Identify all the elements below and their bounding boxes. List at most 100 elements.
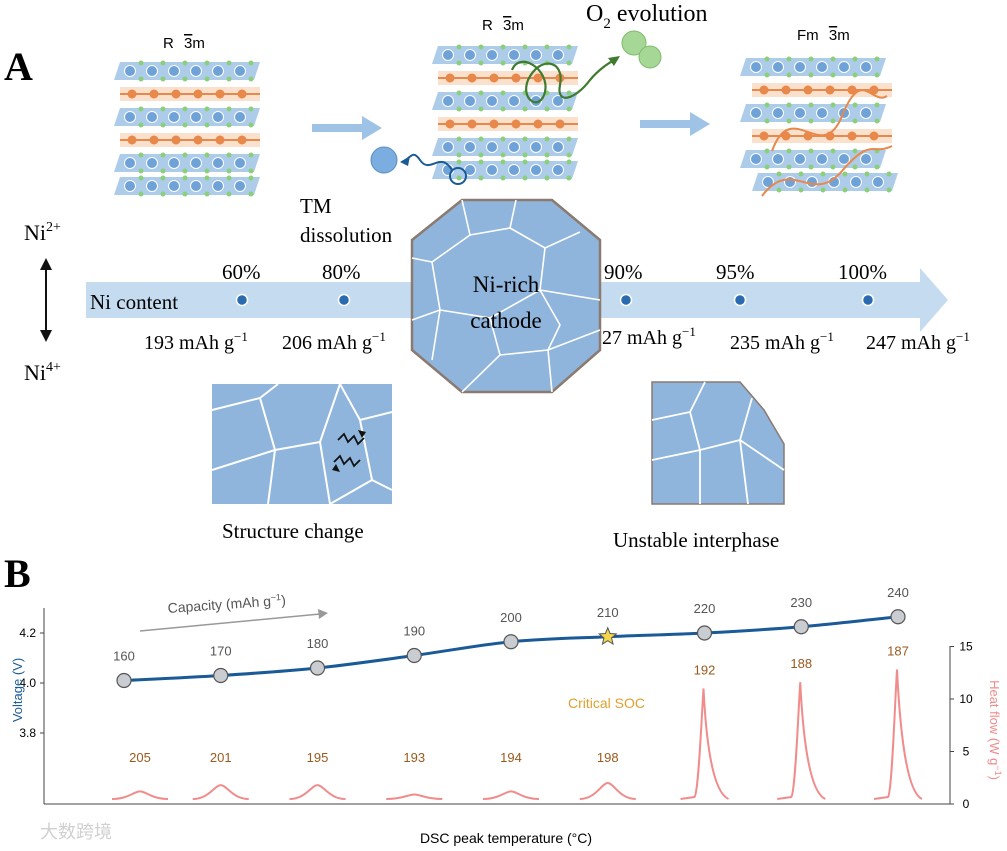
tm-atom (860, 153, 872, 165)
oxygen-atom (764, 148, 770, 154)
tm-atom (124, 180, 136, 192)
li-ion (467, 119, 477, 129)
oxygen-atom (248, 76, 254, 82)
disordered-ion-path (771, 89, 888, 152)
tm-atom (486, 49, 498, 61)
oxygen-atom (808, 56, 814, 62)
tm-atom (212, 180, 224, 192)
capacity-label: 235 mAh g−1 (730, 329, 834, 354)
oxygen-atom (226, 122, 232, 128)
oxygen-atom (182, 168, 188, 174)
tm-atom (486, 95, 498, 107)
right-tick-label: 10 (959, 692, 973, 706)
tm-dissolution-label: dissolution (300, 223, 393, 247)
oxygen-atom (764, 102, 770, 108)
tm-atom (530, 49, 542, 61)
right-tick-label: 5 (963, 745, 970, 759)
oxygen-atom (138, 152, 144, 158)
tm-atom (168, 65, 180, 77)
tm-atom (552, 49, 564, 61)
tm-atom (234, 65, 246, 77)
oxygen-path-arrow (510, 57, 619, 104)
oxygen-atom (182, 60, 188, 66)
oxygen-atom (204, 191, 210, 197)
oxygen-atom (544, 106, 550, 112)
oxygen-atom (478, 44, 484, 50)
tm-atom (530, 141, 542, 153)
dsc-peak-temperature-label: 205 (129, 750, 151, 765)
unstable-interphase-label: Unstable interphase (613, 528, 779, 552)
oxygen-atom (764, 118, 770, 124)
oxygen-atom (478, 106, 484, 112)
oxygen-atom (182, 152, 188, 158)
tm-atom (464, 95, 476, 107)
ni-content-markers: 60% 80% 90% 95% 100% (222, 260, 887, 307)
tm-atom (212, 111, 224, 123)
li-ion (193, 89, 203, 99)
tm-atom (146, 65, 158, 77)
ni-content-dot (619, 293, 633, 307)
space-group-phase3: Fm 3m (797, 27, 850, 44)
dsc-peak-temperature-label: 192 (694, 663, 716, 678)
heat-flow-peak (579, 781, 636, 800)
tm-atom (442, 141, 454, 153)
oxygen-atom (160, 175, 166, 181)
oxygen-atom (182, 175, 188, 181)
li-ion (127, 89, 137, 99)
oxygen-atom (522, 159, 528, 165)
oxygen-atom (226, 168, 232, 174)
oxygen-atom (478, 90, 484, 96)
heat-flow-peak (873, 669, 923, 800)
capacity-arrow (139, 613, 321, 632)
oxygen-atom (160, 191, 166, 197)
oxygen-atom (544, 159, 550, 165)
oxygen-atom (248, 106, 254, 112)
oxygen-atom (786, 102, 792, 108)
capacity-value-label: 170 (210, 644, 232, 659)
tm-atom (530, 164, 542, 176)
li-ion (781, 85, 791, 95)
oxygen-atom (456, 106, 462, 112)
percent-label: 95% (716, 260, 755, 284)
oxygen-atom (500, 90, 506, 96)
tm-atom (146, 180, 158, 192)
oxygen-atom (226, 60, 232, 66)
voltage-point (116, 672, 132, 689)
voltage-point (309, 660, 326, 676)
li-ion (193, 135, 203, 145)
crystal-phase2 (432, 44, 578, 181)
oxygen-atom (204, 106, 210, 112)
oxygen-atom (852, 164, 858, 170)
oxygen-atom (544, 175, 550, 181)
space-group-phase1: R 3m (163, 35, 205, 52)
heat-flow-peak (680, 688, 730, 800)
dsc-peak-temperature-label: 198 (597, 750, 619, 765)
oxygen-atom (138, 122, 144, 128)
tm-atom (190, 65, 202, 77)
tm-atom (772, 61, 784, 73)
o2-evolution-label: O2 evolution (586, 1, 708, 32)
li-ion (847, 131, 857, 141)
li-ion (847, 85, 857, 95)
tm-atom (234, 180, 246, 192)
li-ion (215, 135, 225, 145)
tm-atom (762, 176, 774, 188)
capacity-value-label: 210 (597, 605, 619, 620)
tm-atom (816, 61, 828, 73)
li-ion (533, 73, 543, 83)
tm-atom (442, 49, 454, 61)
oxygen-atom (852, 72, 858, 78)
oxygen-atom (764, 72, 770, 78)
oxygen-atom (874, 56, 880, 62)
panel-b-label: B (4, 551, 31, 596)
ni-content-dot (861, 293, 875, 307)
oxygen-atom (798, 171, 804, 177)
oxygen-atom (456, 175, 462, 181)
oxygen-atom (522, 175, 528, 181)
cathode-label: Ni-rich (473, 272, 540, 297)
oxygen-atom (500, 136, 506, 142)
oxygen-atom (478, 152, 484, 158)
disordered-ion-path (761, 145, 893, 197)
tm-atom (838, 153, 850, 165)
oxygen-atom (886, 171, 892, 177)
